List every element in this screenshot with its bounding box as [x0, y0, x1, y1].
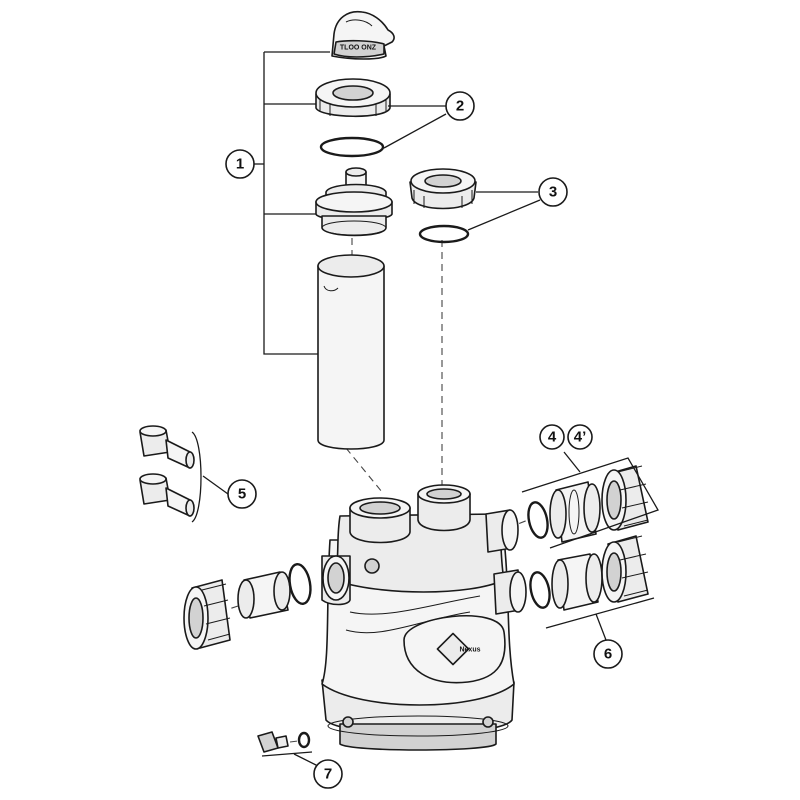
left-union	[183, 579, 231, 650]
callout-2-group: 2	[383, 91, 475, 149]
callout-3-label: 3	[549, 184, 557, 201]
hose-fitting-top	[139, 425, 195, 469]
callout-4-group: 4 4’	[521, 424, 659, 549]
bypass-o-ring	[418, 224, 470, 244]
callout-3-group: 3	[467, 177, 568, 231]
callout-2-circle	[445, 91, 475, 121]
top-cover	[315, 78, 391, 118]
callout-5-label: 5	[238, 486, 246, 503]
top-handle: TLOO ONZ	[331, 10, 395, 60]
bypass-cap	[409, 168, 477, 210]
callout-1-group: 1	[225, 51, 330, 355]
top-o-ring	[319, 136, 385, 158]
callout-7-group: 7	[261, 751, 343, 789]
callout-4-circle	[539, 424, 565, 450]
callout-7-circle	[313, 759, 343, 789]
callout-6-label: 6	[604, 646, 612, 663]
callout-4prime-circle	[567, 424, 593, 450]
drain-o-ring	[297, 731, 311, 749]
right-lower-union-nut	[601, 535, 649, 603]
callout-1-circle	[225, 149, 255, 179]
right-upper-tail	[549, 481, 601, 543]
callout-7-label: 7	[324, 766, 332, 783]
valve-insert	[315, 167, 393, 237]
callout-2-label: 2	[456, 98, 464, 115]
callout-4-label: 4	[548, 429, 557, 446]
left-tail-piece	[237, 571, 291, 619]
hose-fitting-bottom	[139, 473, 195, 517]
right-lower-o-ring	[529, 571, 551, 609]
callout-3-circle	[538, 177, 568, 207]
drain-plug	[257, 731, 311, 753]
right-lower-tail	[551, 553, 603, 611]
callout-4prime-label: 4’	[574, 429, 587, 446]
axis-line-tube	[345, 447, 383, 493]
handle-label: TLOO ONZ	[340, 45, 377, 52]
callout-1-label: 1	[236, 156, 244, 173]
callout-5-group: 5	[191, 431, 257, 523]
filter-tube	[317, 254, 385, 450]
right-upper-union-nut	[601, 465, 649, 531]
valve-body: Nexus	[321, 484, 527, 751]
left-o-ring	[288, 563, 312, 605]
callout-5-circle	[227, 479, 257, 509]
valve-logo: Nexus	[459, 647, 480, 654]
callout-6-circle	[593, 639, 623, 669]
callout-6-group: 6	[545, 597, 655, 669]
right-upper-o-ring	[527, 501, 549, 539]
